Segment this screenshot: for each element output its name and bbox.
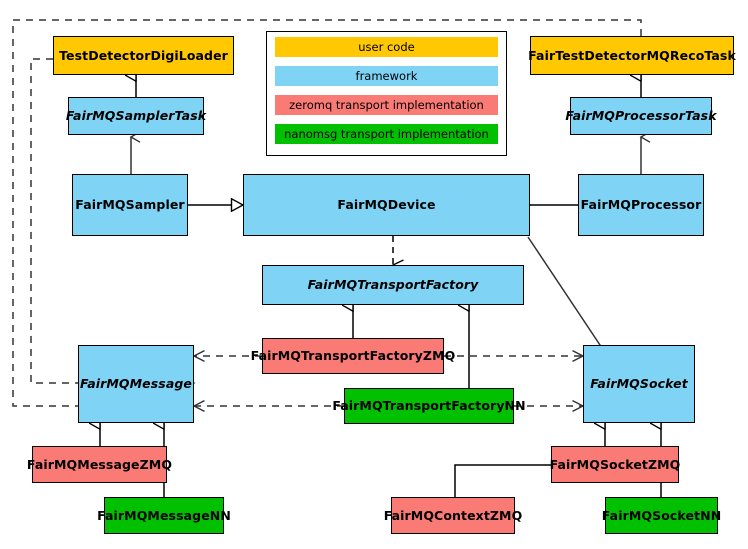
legend-label-framework: framework: [355, 69, 418, 83]
class-node-fairmqtransportfactory[interactable]: FairMQTransportFactory: [262, 265, 524, 305]
legend-item-nanomsg: nanomsg transport implementation: [275, 124, 498, 144]
class-node-fairmqmessagezmq[interactable]: FairMQMessageZMQ: [27, 446, 172, 483]
class-label-fairmqprocessortask: FairMQProcessorTask: [565, 108, 717, 124]
class-node-fairmqcontextzmq[interactable]: FairMQContextZMQ: [384, 497, 522, 534]
class-label-fairmqmessage: FairMQMessage: [79, 376, 192, 392]
class-label-fairmqsocketnn: FairMQSocketNN: [601, 507, 722, 523]
class-label-fairmqtransportfactory: FairMQTransportFactory: [307, 277, 479, 293]
class-label-fairtestdetectormqrecotask: FairTestDetectorMQRecoTask: [528, 47, 736, 63]
legend-label-nanomsg: nanomsg transport implementation: [284, 127, 489, 141]
class-label-fairmqprocessor: FairMQProcessor: [580, 197, 702, 213]
class-label-fairmqdevice: FairMQDevice: [337, 197, 436, 213]
edge-socketzmq-contextzmq: [454, 459, 570, 497]
class-node-fairmqsocketnn[interactable]: FairMQSocketNN: [602, 497, 721, 534]
class-label-fairmqsocket: FairMQSocket: [590, 376, 688, 392]
class-label-fairmqmessagenn: FairMQMessageNN: [97, 507, 231, 523]
class-node-testdetectordigiloader[interactable]: TestDetectorDigiLoader: [53, 36, 234, 75]
class-node-fairmqsocket[interactable]: FairMQSocket: [583, 345, 695, 423]
edge-digiloader-message: [30, 58, 194, 383]
class-label-testdetectordigiloader: TestDetectorDigiLoader: [59, 47, 228, 63]
class-label-fairmqmessagezmq: FairMQMessageZMQ: [26, 456, 173, 472]
class-label-fairmqsocketzmq: FairMQSocketZMQ: [549, 456, 681, 472]
legend-label-zeromq: zeromq transport implementation: [289, 98, 484, 112]
class-node-fairmqsampler[interactable]: FairMQSampler: [72, 174, 188, 236]
class-node-fairmqprocessortask[interactable]: FairMQProcessorTask: [565, 97, 717, 135]
edge-recotask-message: [12, 19, 642, 406]
class-label-fairmqcontextzmq: FairMQContextZMQ: [383, 507, 523, 523]
class-node-fairmqmessagenn[interactable]: FairMQMessageNN: [97, 497, 231, 534]
class-label-fairmqtransportfactoryzmq: FairMQTransportFactoryZMQ: [250, 348, 456, 364]
class-node-fairmqsocketzmq[interactable]: FairMQSocketZMQ: [549, 446, 681, 483]
class-node-fairmqmessage[interactable]: FairMQMessage: [78, 345, 194, 423]
legend-label-user-code: user code: [358, 40, 415, 54]
class-node-fairmqdevice[interactable]: FairMQDevice: [243, 174, 530, 236]
class-node-fairmqprocessor[interactable]: FairMQProcessor: [578, 174, 704, 236]
class-node-fairmqsamplertask[interactable]: FairMQSamplerTask: [65, 97, 207, 135]
legend-item-user-code: user code: [275, 37, 498, 57]
class-label-fairmqsamplertask: FairMQSamplerTask: [65, 108, 207, 124]
class-label-fairmqtransportfactorynn: FairMQTransportFactoryNN: [332, 398, 526, 414]
class-node-fairmqtransportfactoryzmq[interactable]: FairMQTransportFactoryZMQ: [251, 338, 455, 374]
class-label-fairmqsampler: FairMQSampler: [75, 197, 185, 213]
legend-item-zeromq: zeromq transport implementation: [275, 95, 498, 115]
legend-item-framework: framework: [275, 66, 498, 86]
class-node-fairtestdetectormqrecotask[interactable]: FairTestDetectorMQRecoTask: [528, 36, 736, 75]
class-node-fairmqtransportfactorynn[interactable]: FairMQTransportFactoryNN: [332, 388, 526, 424]
